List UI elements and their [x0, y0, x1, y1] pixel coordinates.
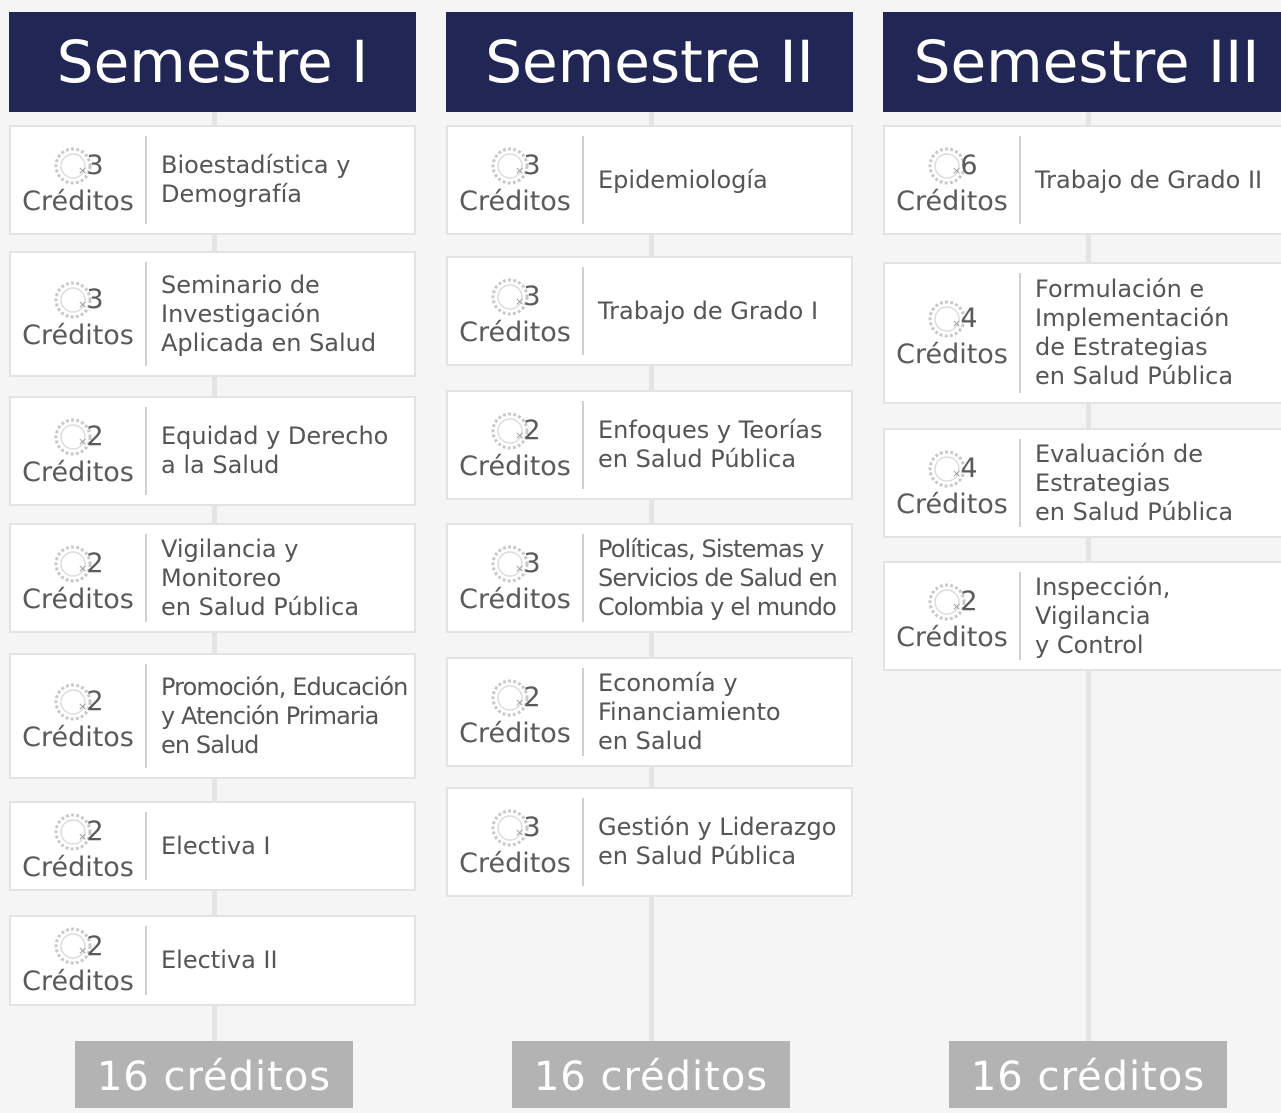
course-name: Bioestadística y Demografía	[161, 151, 351, 208]
credit-label: Créditos	[896, 488, 1008, 520]
course-card: 3 Créditos Trabajo de Grado I	[446, 256, 853, 366]
course-card: 2 Créditos Economía y Financiamiento en …	[446, 657, 853, 767]
credit-value: 2	[86, 686, 104, 717]
course-name: Gestión y Liderazgo en Salud Pública	[598, 813, 837, 870]
course-name: Trabajo de Grado II	[1035, 165, 1263, 194]
credit-badge: 4 Créditos	[885, 439, 1021, 527]
course-card: 3 Créditos Gestión y Liderazgo en Salud …	[446, 787, 853, 897]
credit-value: 2	[86, 816, 104, 847]
credit-label: Créditos	[896, 338, 1008, 370]
course-name: Enfoques y Teorías en Salud Pública	[598, 416, 823, 473]
semester-title: Semestre II	[446, 12, 853, 112]
course-card: 3 Créditos Políticas, Sistemas y Servici…	[446, 523, 853, 633]
credit-value: 4	[960, 303, 978, 334]
credit-value: 2	[86, 421, 104, 452]
semester-total: 16 créditos	[512, 1041, 790, 1108]
course-card: 2 Créditos Electiva I	[9, 801, 416, 891]
credit-value: 4	[960, 453, 978, 484]
course-name: Inspección, Vigilancia y Control	[1035, 572, 1171, 659]
semester-title: Semestre III	[883, 12, 1281, 112]
credit-badge: 2 Créditos	[885, 572, 1021, 660]
course-card: 4 Créditos Evaluación de Estrategias en …	[883, 428, 1281, 538]
credit-label: Créditos	[896, 621, 1008, 653]
semester-total: 16 créditos	[75, 1041, 353, 1108]
credit-label: Créditos	[22, 721, 134, 753]
course-name: Seminario de Investigación Aplicada en S…	[161, 270, 377, 357]
credit-value: 3	[86, 150, 104, 181]
credit-label: Créditos	[459, 717, 571, 749]
credit-value: 2	[86, 930, 104, 962]
credit-badge: 2 Créditos	[11, 664, 147, 768]
course-card: 3 Créditos Seminario de Investigación Ap…	[9, 251, 416, 377]
credit-label: Créditos	[22, 583, 134, 615]
credit-label: Créditos	[459, 583, 571, 615]
credit-value: 2	[523, 415, 541, 446]
course-name: Promoción, Educación y Atención Primaria…	[161, 672, 408, 759]
course-card: 4 Créditos Formulación e Implementación …	[883, 262, 1281, 404]
course-card: 2 Créditos Vigilancia y Monitoreo en Sal…	[9, 523, 416, 633]
course-card: 2 Créditos Inspección, Vigilancia y Cont…	[883, 561, 1281, 671]
credit-value: 3	[523, 150, 541, 181]
course-name: Equidad y Derecho a la Salud	[161, 422, 389, 479]
course-name: Electiva II	[161, 946, 278, 974]
credit-value: 6	[960, 150, 978, 181]
credit-label: Créditos	[459, 185, 571, 217]
course-card: 3 Créditos Epidemiología	[446, 125, 853, 235]
credit-label: Créditos	[459, 316, 571, 348]
credit-badge: 3 Créditos	[448, 267, 584, 355]
credit-badge: 2 Créditos	[448, 401, 584, 489]
credit-value: 2	[960, 586, 978, 617]
credit-badge: 2 Créditos	[448, 668, 584, 756]
semester-total: 16 créditos	[949, 1041, 1227, 1108]
semester-column-2: Semestre II 3 Créditos Epidemiología 3 C…	[446, 0, 853, 1108]
course-name: Trabajo de Grado I	[598, 296, 819, 325]
credit-value: 3	[86, 284, 104, 315]
credit-badge: 3 Créditos	[448, 136, 584, 224]
credit-badge: 3 Créditos	[448, 534, 584, 622]
credit-badge: 6 Créditos	[885, 136, 1021, 224]
credit-badge: 4 Créditos	[885, 273, 1021, 393]
course-card: 3 Créditos Bioestadística y Demografía	[9, 125, 416, 235]
course-card: 2 Créditos Promoción, Educación y Atenci…	[9, 653, 416, 779]
credit-badge: 2 Créditos	[11, 407, 147, 495]
credit-value: 3	[523, 281, 541, 312]
credit-label: Créditos	[22, 456, 134, 488]
credit-value: 2	[523, 682, 541, 713]
course-name: Epidemiología	[598, 165, 768, 194]
course-card: 2 Créditos Electiva II	[9, 915, 416, 1006]
credit-badge: 2 Créditos	[11, 534, 147, 622]
credit-badge: 3 Créditos	[11, 262, 147, 366]
credit-badge: 2 Créditos	[11, 926, 147, 995]
credit-badge: 2 Créditos	[11, 812, 147, 883]
semester-title: Semestre I	[9, 12, 416, 112]
credit-badge: 3 Créditos	[448, 798, 584, 886]
course-name: Formulación e Implementación de Estrateg…	[1035, 275, 1234, 390]
credit-label: Créditos	[459, 847, 571, 879]
credit-label: Créditos	[22, 966, 134, 997]
credit-value: 2	[86, 548, 104, 579]
course-name: Economía y Financiamiento en Salud	[598, 668, 781, 755]
credit-label: Créditos	[459, 450, 571, 482]
credit-value: 3	[523, 812, 541, 843]
credit-value: 3	[523, 548, 541, 579]
course-card: 2 Créditos Enfoques y Teorías en Salud P…	[446, 390, 853, 500]
course-card: 2 Créditos Equidad y Derecho a la Salud	[9, 396, 416, 506]
course-name: Vigilancia y Monitoreo en Salud Pública	[161, 534, 360, 621]
credit-label: Créditos	[22, 851, 134, 883]
credit-label: Créditos	[896, 185, 1008, 217]
semester-column-3: Semestre III 6 Créditos Trabajo de Grado…	[883, 0, 1281, 1108]
semester-column-1: Semestre I 3 Créditos Bioestadística y D…	[9, 0, 416, 1108]
course-name: Electiva I	[161, 831, 271, 860]
course-name: Evaluación de Estrategias en Salud Públi…	[1035, 439, 1234, 526]
credit-label: Créditos	[22, 185, 134, 217]
course-card: 6 Créditos Trabajo de Grado II	[883, 125, 1281, 235]
credit-badge: 3 Créditos	[11, 136, 147, 224]
credit-label: Créditos	[22, 319, 134, 351]
course-name: Políticas, Sistemas y Servicios de Salud…	[598, 534, 838, 621]
